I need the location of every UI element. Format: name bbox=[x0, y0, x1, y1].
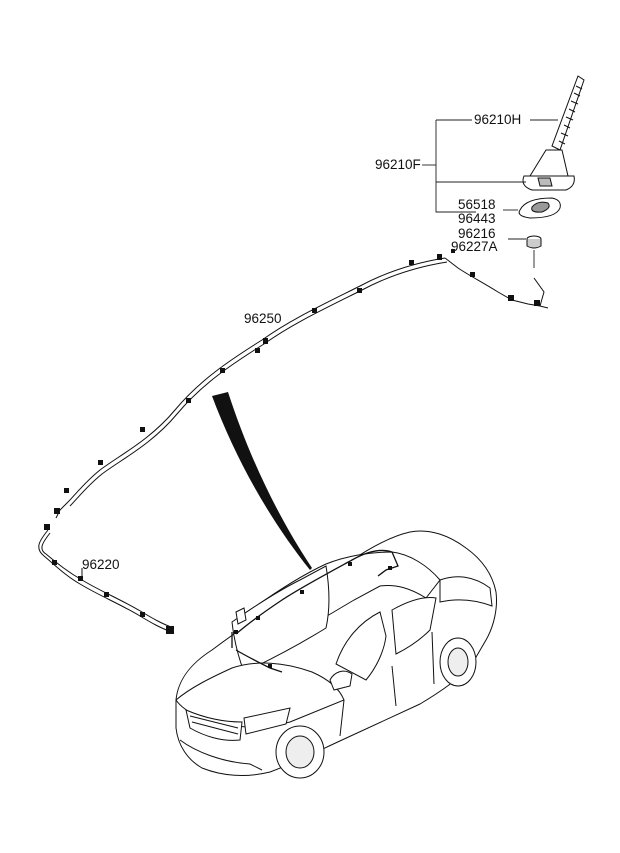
label-antenna-assy: 96210F bbox=[375, 157, 421, 172]
label-pad-a: 56518 bbox=[458, 197, 496, 212]
front-cable-clips bbox=[44, 524, 174, 634]
antenna-leader-lines bbox=[422, 119, 558, 268]
roof-cable bbox=[55, 257, 549, 519]
antenna-nut bbox=[526, 235, 542, 249]
roof-cable-clips bbox=[54, 249, 540, 514]
location-pointer bbox=[212, 392, 312, 570]
label-front-cable: 96220 bbox=[82, 557, 120, 572]
label-bracket: 96227A bbox=[451, 239, 498, 254]
label-antenna-rod: 96210H bbox=[474, 112, 522, 127]
antenna-base bbox=[522, 149, 575, 191]
antenna-rod bbox=[551, 75, 585, 151]
car-outline bbox=[175, 530, 497, 779]
label-roof-cable: 96250 bbox=[244, 311, 282, 326]
label-nut: 96216 bbox=[458, 226, 496, 241]
car-cable-clips bbox=[234, 562, 392, 668]
front-cable bbox=[38, 529, 175, 633]
label-pad-b: 96443 bbox=[458, 211, 496, 226]
antenna-pad bbox=[518, 197, 561, 219]
